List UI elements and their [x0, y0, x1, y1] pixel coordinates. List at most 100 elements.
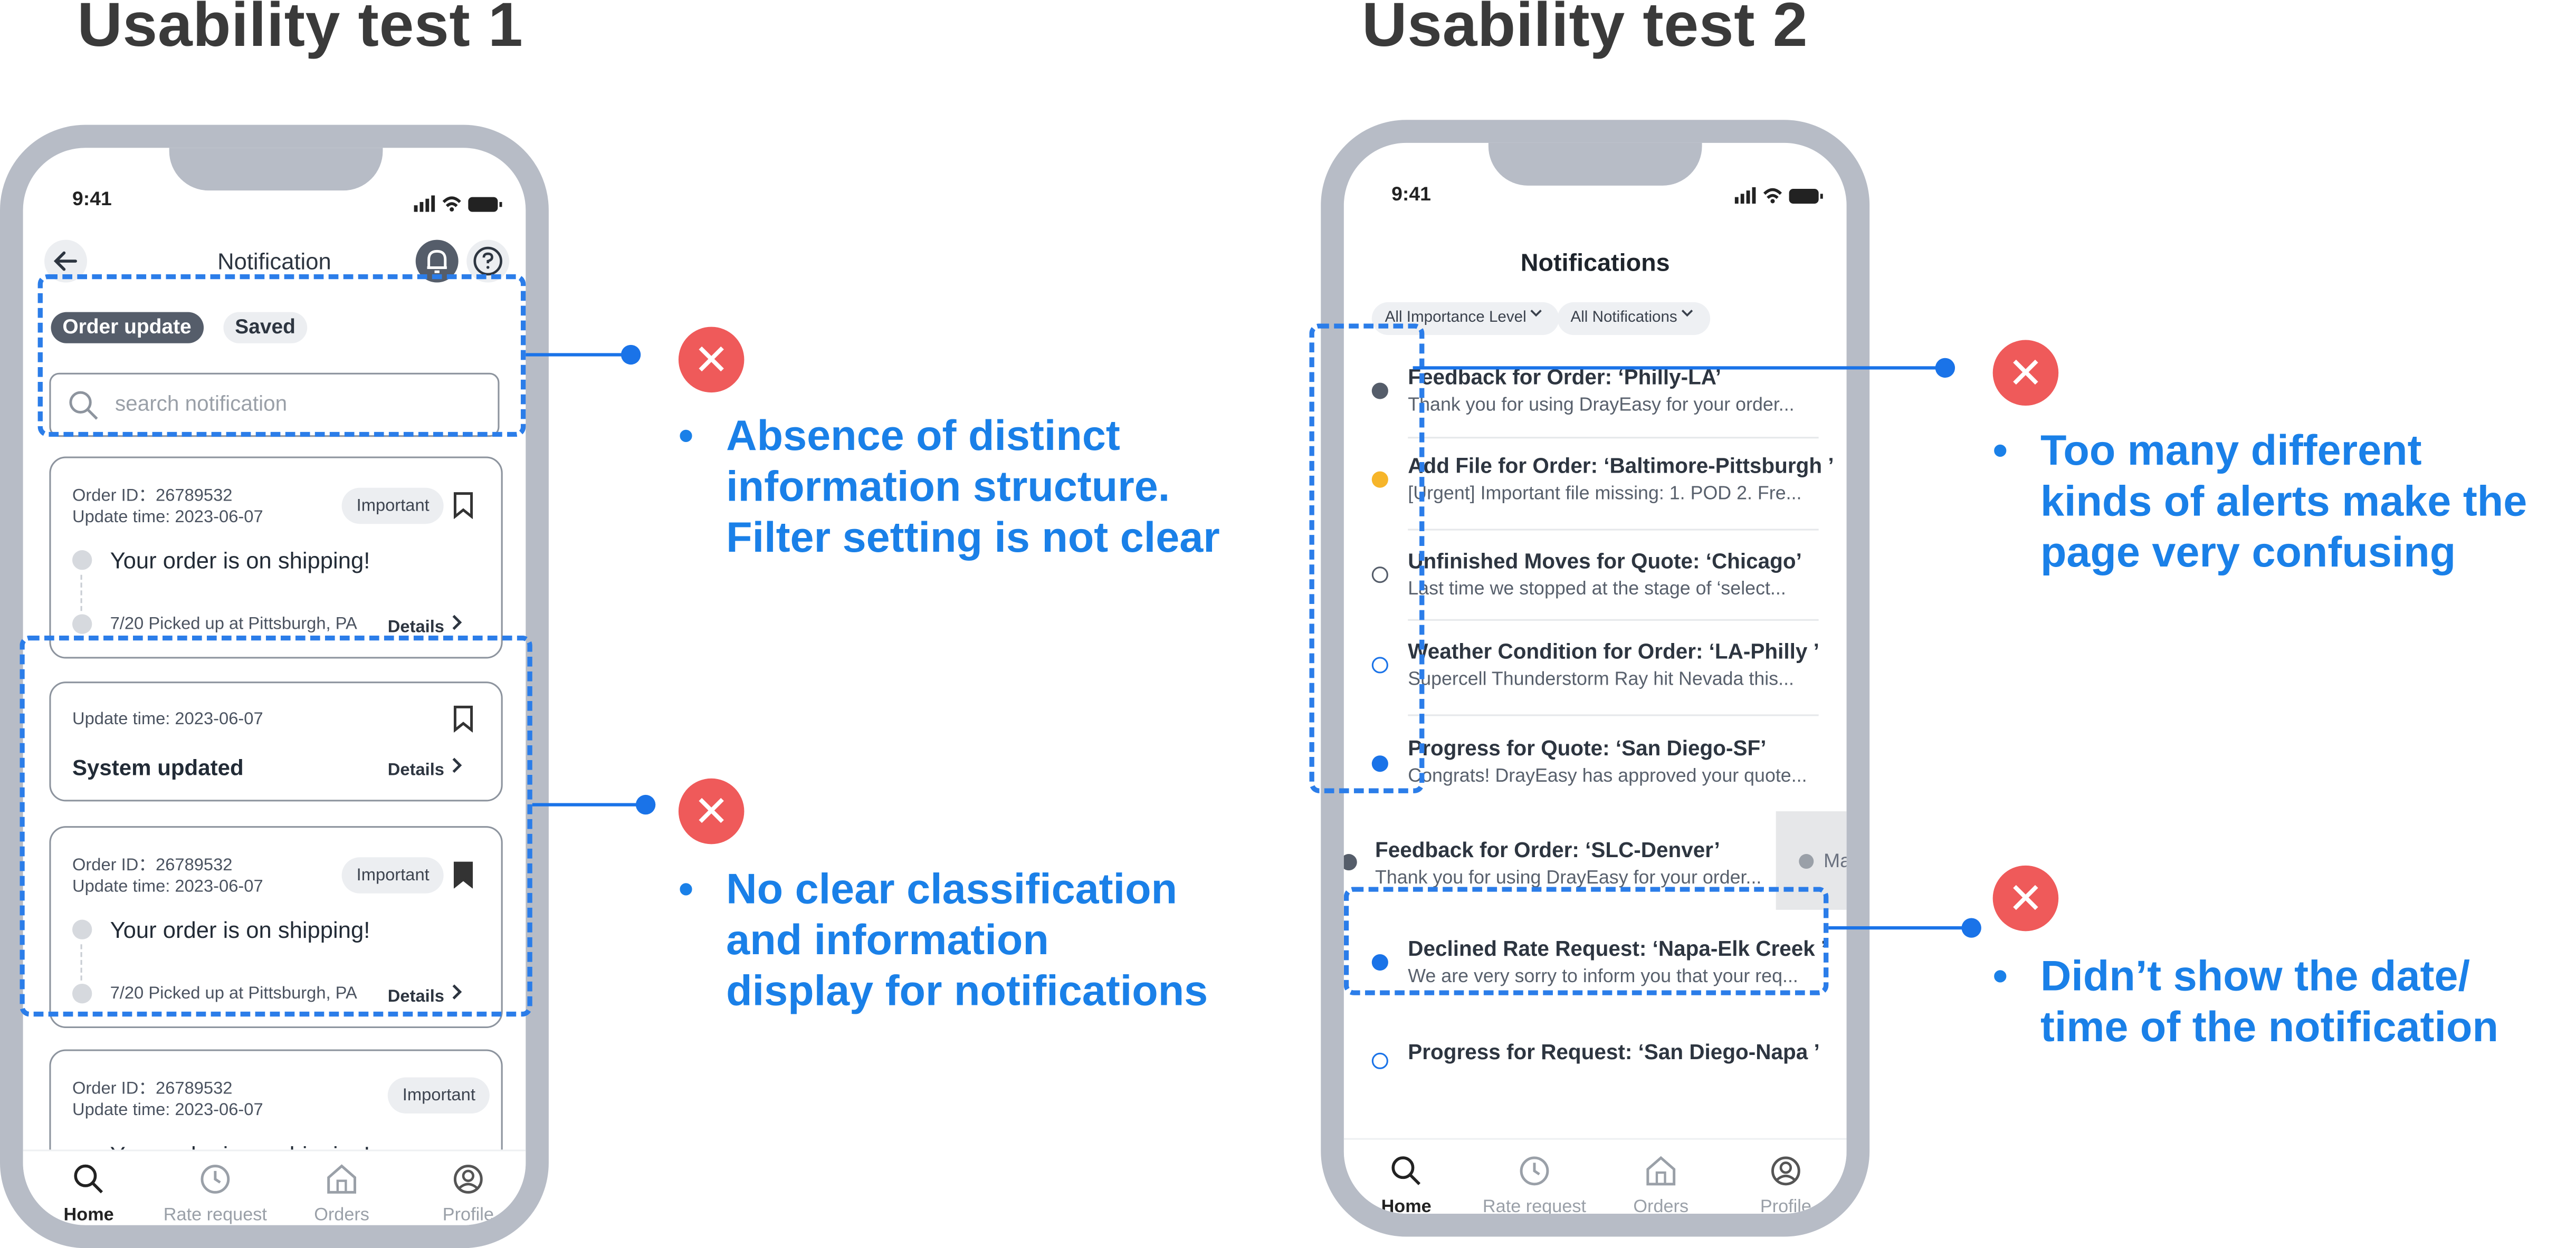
arrow-left-icon — [53, 251, 78, 271]
nav-profile-label: Profile — [1760, 1197, 1811, 1217]
phone-frame-test2: 9:41 Notifications All Importance Level … — [1321, 120, 1870, 1237]
bookmark-icon[interactable] — [452, 705, 475, 733]
details-link[interactable]: Details — [388, 611, 468, 640]
nav-profile-label: Profile — [442, 1205, 494, 1225]
highlight-dot-column — [1309, 323, 1425, 793]
nav-profile[interactable]: Profile — [1720, 1153, 1847, 1217]
screen-title: Notifications — [1520, 249, 1670, 278]
clock-icon — [201, 1165, 230, 1194]
divider — [1408, 437, 1819, 439]
notification-item[interactable]: Declined Rate Request: ‘Napa-Elk Creek ’… — [1344, 915, 1847, 1010]
item-subtitle: Last time we stopped at the stage of ‘se… — [1408, 580, 1786, 600]
details-link[interactable]: Details — [388, 754, 468, 783]
status-time: 9:41 — [1391, 182, 1431, 206]
read-dot — [1343, 854, 1357, 871]
profile-icon — [1771, 1156, 1800, 1186]
connector-line — [526, 353, 631, 357]
connector-dot — [621, 344, 641, 365]
search-icon — [1391, 1156, 1421, 1185]
callout-line: and information — [726, 915, 1049, 964]
profile-icon — [453, 1165, 483, 1194]
connector-dot — [1935, 358, 1955, 378]
tab-saved[interactable]: Saved — [223, 312, 307, 343]
highlight-card-area — [20, 635, 532, 1017]
item-title: Add File for Order: ‘Baltimore-Pittsburg… — [1408, 453, 1834, 478]
callout-line: time of the notification — [2040, 1002, 2498, 1051]
notification-item[interactable]: Progress for Request: ‘San Diego-Napa ’ — [1344, 1023, 1847, 1089]
step-dot — [72, 919, 92, 939]
item-subtitle: Thank you for using DrayEasy for your or… — [1408, 396, 1795, 416]
status-icons — [1732, 184, 1827, 214]
callout-line: No clear classification — [726, 863, 1178, 914]
phone-notch — [169, 148, 383, 191]
item-title: Declined Rate Request: ‘Napa-Elk Creek ’ — [1408, 936, 1827, 961]
callout-line: display for notifications — [726, 965, 1208, 1015]
notification-item[interactable]: Add File for Order: ‘Baltimore-Pittsburg… — [1344, 438, 1847, 531]
status-icons — [411, 192, 506, 222]
item-title: Weather Condition for Order: ‘LA-Philly … — [1408, 639, 1819, 664]
test2-heading: Usability test 2 — [1362, 0, 1808, 61]
empty-dot — [1371, 657, 1388, 674]
tab-order-update[interactable]: Order update — [51, 312, 203, 343]
notification-item[interactable]: Unfinished Moves for Quote: ‘Chicago’ La… — [1344, 531, 1847, 621]
error-x-icon: ✕ — [678, 327, 745, 393]
nav-home-label: Home — [1381, 1197, 1432, 1217]
clock-icon — [1520, 1156, 1549, 1186]
bottom-nav: Home Rate request Orders Profile — [1343, 1138, 1847, 1217]
item-subtitle: Congrats! DrayEasy has approved your quo… — [1408, 767, 1807, 787]
step-dot — [72, 614, 92, 634]
nav-home[interactable]: Home — [1344, 1153, 1469, 1217]
callout-line: Didn’t show the date/ — [2040, 951, 2470, 1001]
callout-line: Too many different — [2040, 425, 2422, 475]
nav-rate-request[interactable]: Rate request — [149, 1161, 281, 1225]
nav-profile[interactable]: Profile — [403, 1161, 526, 1225]
filter-type-dropdown[interactable]: All Notifications — [1557, 302, 1711, 335]
connector-dot — [1961, 918, 1981, 938]
mark-dot — [1799, 854, 1814, 869]
chevron-down-icon — [1530, 310, 1542, 317]
connector-dot — [635, 794, 656, 815]
card-headline: Your order is on shipping! — [110, 546, 370, 573]
step-connector — [80, 944, 82, 981]
notification-item[interactable]: Weather Condition for Order: ‘LA-Philly … — [1344, 621, 1847, 716]
nav-orders[interactable]: Orders — [276, 1161, 407, 1225]
notification-card-order[interactable]: Order ID：26789532 Update time: 2023-06-0… — [49, 456, 503, 659]
bell-icon — [427, 249, 447, 273]
notification-item[interactable]: Progress for Quote: ‘San Diego-SF’ Congr… — [1344, 716, 1847, 811]
nav-orders[interactable]: Orders — [1595, 1153, 1726, 1214]
callout-line: kinds of alerts make the — [2040, 476, 2527, 526]
item-title: Feedback for Order: ‘SLC-Denver’ — [1375, 837, 1720, 862]
search-placeholder: search notification — [115, 391, 288, 416]
chevron-right-icon — [453, 615, 463, 630]
nav-rate-request-label: Rate request — [1482, 1197, 1587, 1217]
step-dot — [72, 550, 92, 570]
item-subtitle: [Urgent] Important file missing: 1. POD … — [1408, 484, 1802, 504]
details-link[interactable]: Details — [388, 981, 468, 1010]
notification-item-swiped[interactable]: Feedback for Order: ‘SLC-Denver’ Thank y… — [1343, 811, 1847, 910]
bookmark-icon[interactable] — [452, 491, 475, 519]
nav-rate-request[interactable]: Rate request — [1468, 1153, 1600, 1217]
divider — [1408, 619, 1819, 621]
nav-home[interactable]: Home — [23, 1161, 155, 1225]
swipe-action-mark[interactable]: Ma — [1776, 811, 1847, 910]
update-time: Update time: 2023-06-07 — [72, 709, 263, 729]
item-subtitle: Supercell Thunderstorm Ray hit Nevada th… — [1408, 670, 1794, 690]
screen-title: Notification — [217, 248, 331, 274]
error-x-icon: ✕ — [1992, 340, 2059, 406]
notification-card-order[interactable]: Order ID：26789532 Update time: 2023-06-0… — [49, 826, 503, 1029]
notification-card-system[interactable]: Update time: 2023-06-07 System updated D… — [49, 681, 503, 802]
update-time: Update time: 2023-06-07 — [72, 507, 263, 527]
bookmark-filled-icon[interactable] — [452, 860, 475, 889]
divider — [1408, 529, 1819, 531]
item-title: Progress for Quote: ‘San Diego-SF’ — [1408, 735, 1767, 761]
chevron-right-icon — [453, 984, 463, 1000]
phone-notch — [1488, 142, 1702, 186]
order-id: Order ID：26789532 — [72, 486, 233, 506]
home-icon — [1646, 1156, 1676, 1186]
bottom-nav: Home Rate request Orders Profile — [23, 1149, 526, 1225]
nav-orders-label: Orders — [314, 1205, 369, 1225]
connector-line — [532, 803, 647, 807]
status-time: 9:41 — [72, 187, 112, 210]
chevron-right-icon — [453, 757, 463, 773]
item-subtitle: Thank you for using DrayEasy for your or… — [1375, 869, 1762, 889]
